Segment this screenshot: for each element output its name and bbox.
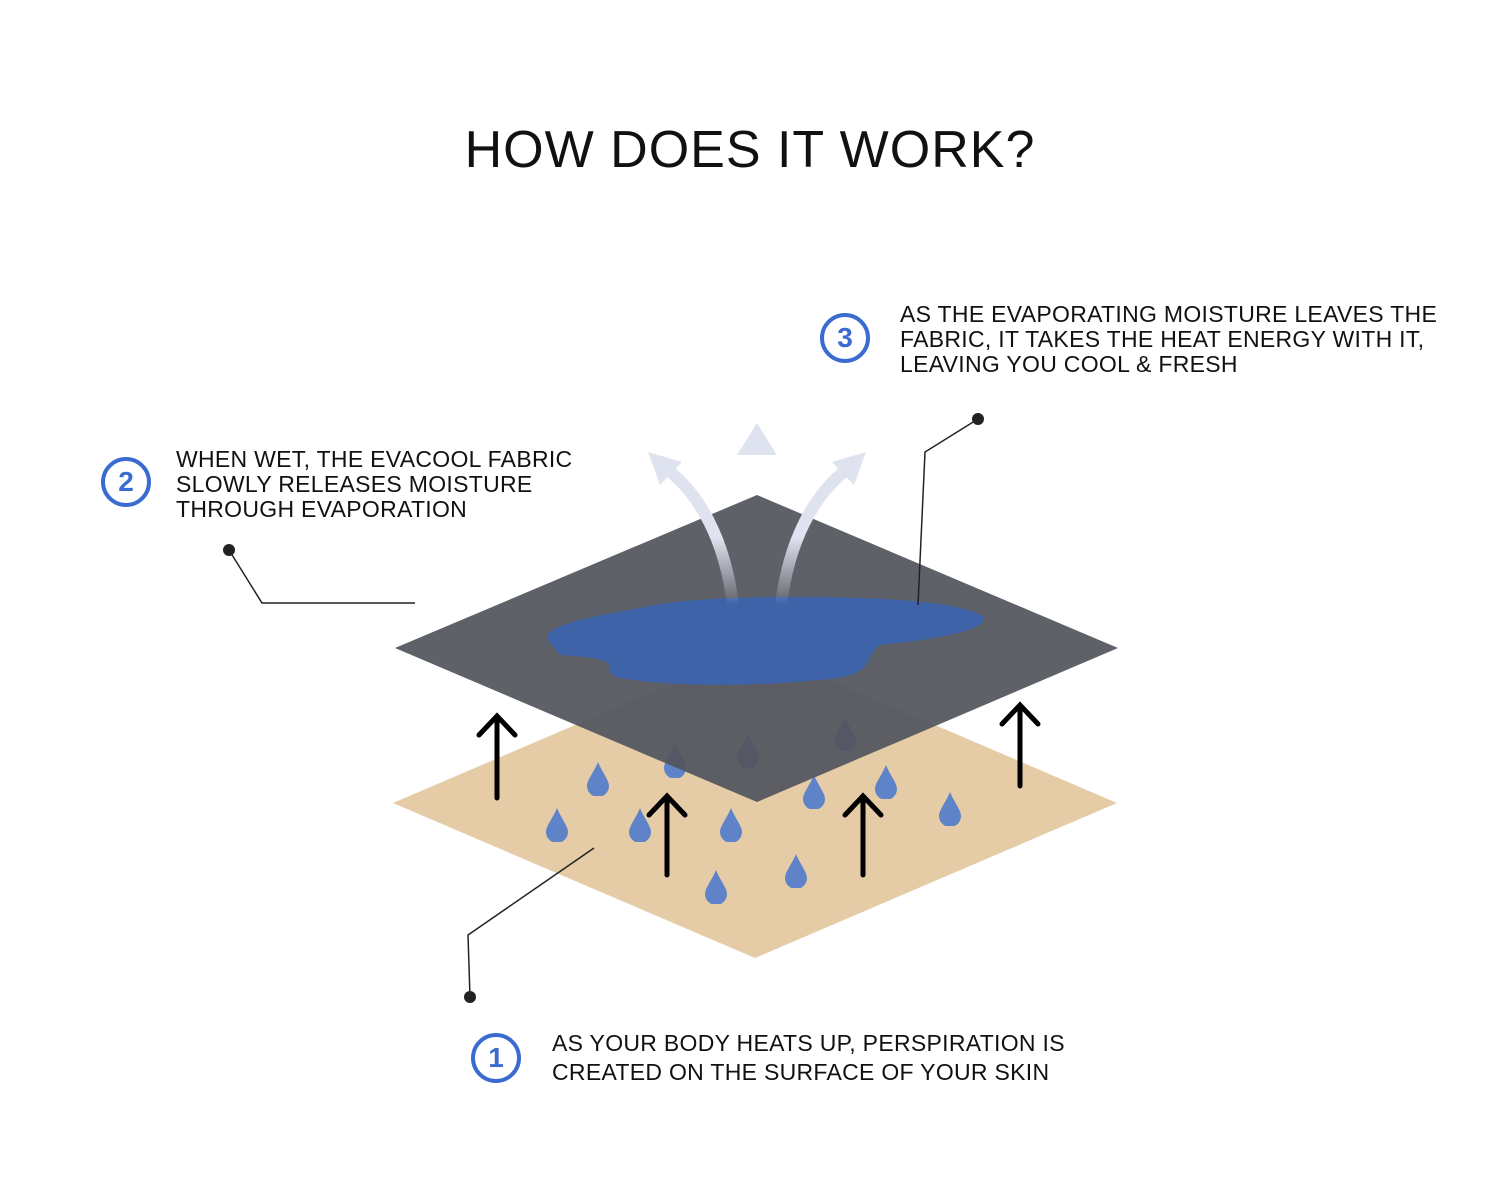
leader-dot [972, 413, 984, 425]
heat-arrows [476, 701, 1041, 878]
step-badge-3: 3 [820, 313, 870, 363]
step-badge-2: 2 [101, 457, 151, 507]
leader-dot [464, 991, 476, 1003]
text-line: SLOWLY RELEASES MOISTURE [176, 471, 533, 497]
vapor-arrow-right [775, 465, 850, 606]
vapor-arrowhead [832, 452, 866, 485]
text-line: AS THE EVAPORATING MOISTURE LEAVES THE [900, 301, 1438, 327]
text-line: AS YOUR BODY HEATS UP, PERSPIRATION IS [552, 1030, 1065, 1056]
step-2-text: WHEN WET, THE EVACOOL FABRIC SLOWLY RELE… [176, 447, 572, 522]
water-puddle [547, 596, 984, 685]
page-title: HOW DOES IT WORK? [464, 121, 1036, 179]
text-line: LEAVING YOU COOL & FRESH [900, 351, 1238, 377]
text-line: WHEN WET, THE EVACOOL FABRIC [176, 446, 573, 472]
step-1-text: AS YOUR BODY HEATS UP, PERSPIRATION IS C… [552, 1029, 1065, 1087]
heat-arrow [842, 792, 884, 878]
heat-arrow [646, 792, 688, 878]
leader-dot [223, 544, 235, 556]
step-3-text: AS THE EVAPORATING MOISTURE LEAVES THE F… [900, 302, 1437, 377]
vapor-arrows [664, 450, 850, 606]
text-line: FABRIC, IT TAKES THE HEAT ENERGY WITH IT… [900, 326, 1425, 352]
vapor-arrow-left [664, 465, 739, 606]
leader-line-2 [228, 549, 415, 604]
leader-line-1 [467, 847, 595, 998]
heat-arrow [999, 701, 1041, 789]
vapor-arrowhead [737, 423, 777, 455]
step-badge-1: 1 [471, 1033, 521, 1083]
text-line: THROUGH EVAPORATION [176, 496, 468, 522]
text-line: CREATED ON THE SURFACE OF YOUR SKIN [552, 1059, 1050, 1085]
leader-line-3 [917, 418, 979, 606]
heat-arrow [476, 712, 518, 801]
leader-lines [228, 418, 979, 998]
vapor-arrowhead [648, 452, 682, 485]
